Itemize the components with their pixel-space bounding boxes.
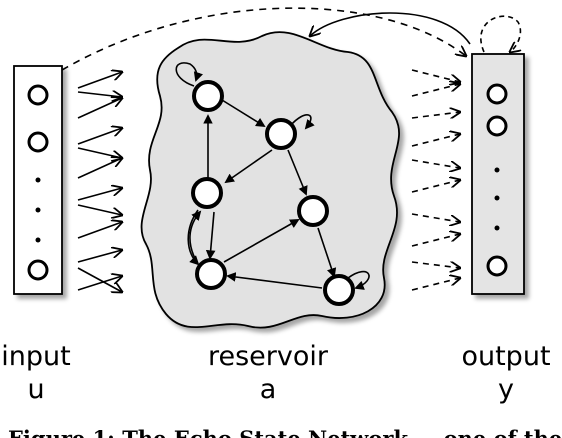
reservoir-symbol: a: [260, 374, 277, 405]
input-symbol: u: [27, 374, 44, 405]
reservoir-nodes: [191, 80, 355, 306]
input-node: [27, 259, 49, 281]
ellipsis-dot: [35, 207, 41, 213]
output-node: [486, 83, 508, 105]
ellipsis-dot: [35, 177, 41, 183]
input-node: [27, 84, 49, 106]
output-self-loop: [480, 15, 521, 52]
output-feedback-connection: [310, 12, 471, 45]
output-symbol: y: [498, 374, 514, 405]
output-label: output: [461, 341, 550, 372]
ellipsis-dot: [35, 237, 41, 243]
reservoir-node: [191, 177, 223, 209]
input-connections: [77, 72, 122, 292]
reservoir-blob: [140, 31, 400, 329]
input-node: [27, 131, 49, 153]
reservoir-node: [323, 274, 355, 306]
input-layer: [13, 65, 63, 295]
ellipsis-dot: [494, 225, 500, 231]
ellipsis-dot: [494, 167, 500, 173]
output-node: [486, 255, 508, 277]
reservoir-node: [265, 118, 297, 150]
reservoir-connections: [175, 62, 370, 290]
input-output-connection: [61, 7, 466, 71]
output-layer: [471, 53, 525, 295]
input-label: input: [1, 341, 70, 372]
output-connections: [411, 69, 460, 291]
ellipsis-dot: [494, 195, 500, 201]
output-node: [486, 115, 508, 137]
reservoir-node: [195, 258, 227, 290]
reservoir-label: reservoir: [208, 341, 329, 372]
figure-caption: Figure 1: The Echo State Network — one o…: [8, 426, 562, 438]
reservoir-node: [297, 195, 329, 227]
reservoir-node: [192, 80, 224, 112]
